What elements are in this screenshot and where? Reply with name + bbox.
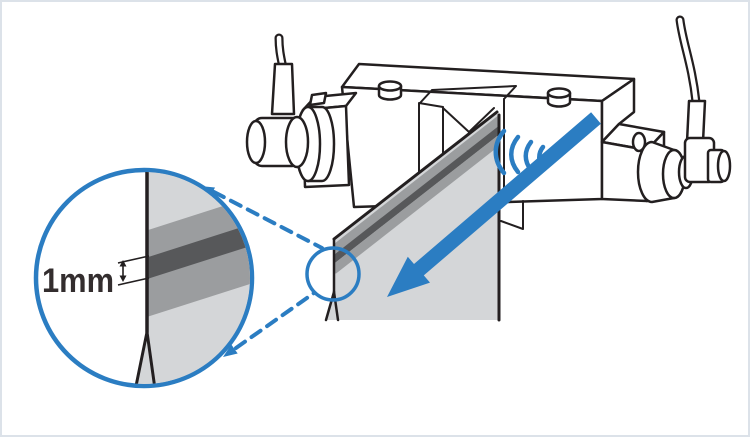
right-connector-assembly bbox=[636, 15, 732, 204]
sensor-right-face bbox=[600, 77, 636, 144]
measurement-label: 1mm bbox=[42, 262, 114, 300]
direction-arrow-icon bbox=[387, 112, 601, 297]
adjustment-knobs bbox=[377, 80, 572, 108]
detail-small-circle bbox=[305, 246, 361, 302]
magnifier-callout: 1mm bbox=[33, 167, 255, 389]
left-ring-tab bbox=[308, 91, 328, 107]
dimension-arrow-icon bbox=[119, 260, 127, 282]
magnifier-circle bbox=[33, 167, 255, 389]
left-cable-boot bbox=[270, 62, 296, 116]
lower-connector-arrowhead-icon bbox=[223, 344, 238, 357]
magnified-sheet-edge bbox=[133, 172, 250, 384]
slot-top-cut-lines bbox=[419, 85, 517, 104]
sheet-top-edge bbox=[332, 110, 499, 241]
slot-bottom-edges bbox=[500, 200, 524, 230]
magnified-edge-fork bbox=[133, 330, 157, 384]
right-cable-boot bbox=[685, 99, 707, 144]
dashed-connector-lower bbox=[234, 291, 316, 350]
splice-stripes bbox=[326, 113, 499, 274]
dimension-annotation: 1mm bbox=[42, 255, 150, 300]
sheet-edge-fork bbox=[324, 290, 340, 322]
left-connector-assembly bbox=[245, 33, 336, 183]
magnified-splice-stripes bbox=[135, 196, 250, 332]
right-block-tab bbox=[631, 131, 647, 153]
dashed-connector-upper bbox=[212, 190, 324, 250]
